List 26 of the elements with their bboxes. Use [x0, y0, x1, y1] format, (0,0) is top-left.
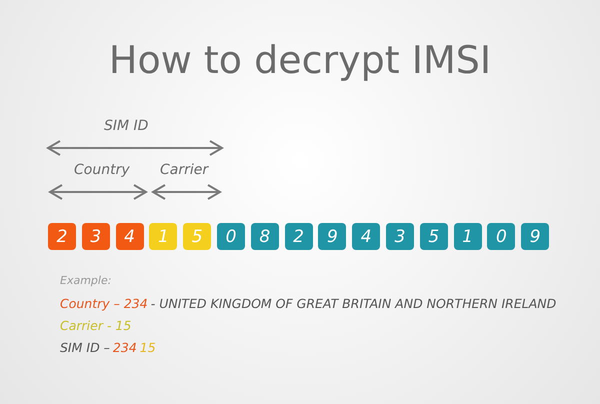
dimension-label: SIM ID: [104, 118, 148, 134]
digit-tile: 0: [487, 223, 516, 250]
note-heading: Example:: [60, 274, 112, 287]
digit-tile: 9: [521, 223, 550, 250]
title: How to decrypt IMSI: [108, 38, 492, 82]
digit-tile: 2: [284, 223, 313, 250]
example-text: SIM ID –: [60, 340, 110, 355]
example-text: 15: [140, 340, 156, 355]
example-text: Carrier - 15: [60, 318, 132, 333]
example-text: - UNITED KINGDOM OF GREAT BRITAIN AND NORTHERN IRELAND: [150, 296, 556, 311]
digit-tile: 4: [352, 223, 380, 250]
example-text: Country – 234: [60, 296, 148, 311]
digit-tile: 5: [420, 223, 448, 250]
digit-tile: 9: [318, 223, 346, 250]
digit-tile: 5: [183, 223, 212, 250]
digit-tile: 1: [454, 223, 482, 250]
digit-tile: 4: [116, 223, 144, 250]
digit-tile: 2: [48, 223, 76, 250]
digit-tile: 3: [386, 223, 414, 250]
example-text: 234: [112, 340, 137, 355]
digit-tile: 0: [217, 223, 245, 250]
digit-tile: 1: [149, 223, 178, 250]
digit-tile: 3: [82, 223, 110, 250]
digit-tile: 8: [250, 223, 279, 250]
dimension-label: Country: [74, 162, 130, 178]
dimension-label: Carrier: [160, 162, 208, 178]
